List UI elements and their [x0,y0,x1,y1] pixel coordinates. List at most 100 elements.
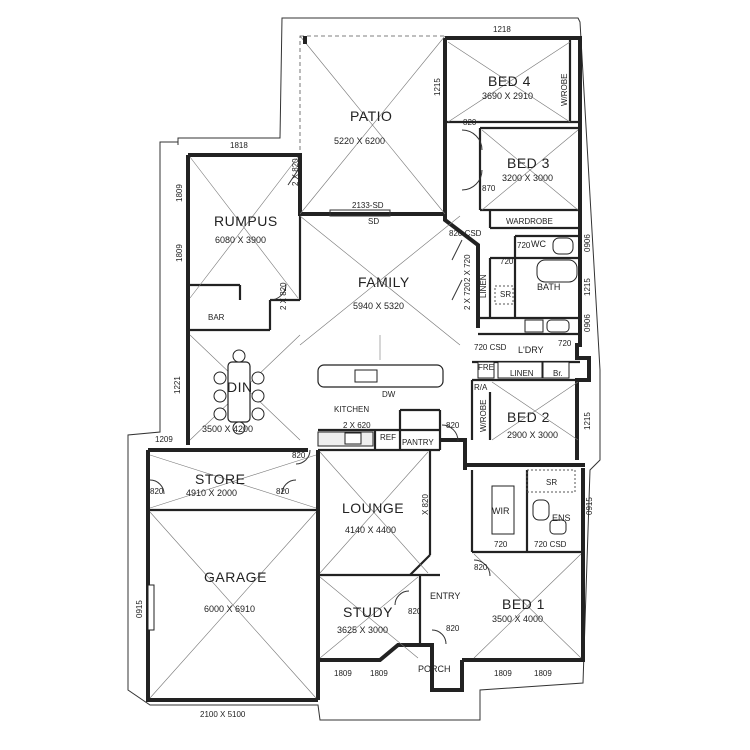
room-label-bed3: BED 3 [507,155,550,171]
dim-bottom-1809b: 1809 [370,669,388,678]
dim-garage-door: 2100 X 5100 [200,710,246,719]
room-label-bar: BAR [208,313,225,322]
dw-label: DW [382,390,396,399]
door-label-rumpus: 2 X 820 [291,158,300,186]
room-label-lounge: LOUNGE [342,500,404,516]
door-label-bar: 2 X 820 [279,282,288,310]
door-label-store-right: 820 [276,487,290,496]
room-size-bed4: 3690 X 2910 [482,91,533,101]
room-label-entry: ENTRY [430,591,460,601]
ceiling-diagonals [149,35,582,699]
door-label-bed1: 820 [474,563,488,572]
room-label-family: FAMILY [358,274,410,290]
bath-fixtures [491,237,578,535]
sr-bath-label: SR [500,290,511,299]
eave-outline [127,17,601,721]
room-label-bed1: BED 1 [502,596,545,612]
room-size-rumpus: 6080 X 3900 [215,235,266,245]
room-label-pantry: PANTRY [402,438,434,447]
dim-bottom-1809a: 1809 [334,669,352,678]
dim-patio-1215: 1215 [433,78,442,96]
door-label-wc: 720 [517,241,531,250]
wrobe-bed4-label: W/ROBE [560,74,569,106]
dim-left-1209: 1209 [155,435,173,444]
room-size-patio: 5220 X 6200 [334,136,385,146]
room-label-wc: WC [531,239,546,249]
room-label-porch: PORCH [418,664,451,674]
door-label-study: 820 [408,607,422,616]
garage-window [147,584,155,631]
linen-hall-label: LINEN [479,274,488,298]
dim-bottom-1809c: 1809 [494,669,512,678]
door-label-linen-b: 2 X 720 [463,282,472,310]
interior-walls [148,38,583,645]
room-label-patio: PATIO [350,108,392,124]
room-label-rumpus: RUMPUS [214,213,278,229]
broom-label: Br. [553,369,563,378]
door-label-linen-a: 2 X 720 [463,254,472,282]
room-label-bed4: BED 4 [488,73,531,89]
room-label-din: DIN [227,379,253,395]
linen-laundry-label: LINEN [510,369,534,378]
dim-right-0906a: 0906 [583,234,592,252]
dim-sd-2133: 2133-SD [352,201,384,210]
dim-top-1218: 1218 [493,25,511,34]
dining-table [213,349,265,435]
door-label-hall: 820 CSD [449,229,482,238]
sr-ens-label: SR [546,478,557,487]
door-label-ldry-ext: 720 [558,339,572,348]
ra-label: R/A [474,383,488,392]
room-label-ens: ENS [552,513,571,523]
room-size-family: 5940 X 5320 [353,301,404,311]
room-label-garage: GARAGE [204,569,267,585]
dim-left-1809a: 1809 [175,184,184,202]
wardrobe-label: WARDROBE [506,217,553,226]
door-label-wir: 720 [494,540,508,549]
dim-top-1818: 1818 [230,141,248,150]
door-label-store-top: 820 [292,451,306,460]
patio-sliding-door [329,209,391,217]
fre-label: FRE [478,363,494,372]
door-label-bed2: 820 [446,421,460,430]
dim-left-1221: 1221 [173,376,182,394]
door-label-lounge: X 820 [421,494,430,515]
door-label-bath: 720 [500,257,514,266]
room-size-bed1: 3500 X 4000 [492,614,543,624]
room-size-garage: 6000 X 6910 [204,604,255,614]
door-label-bed3: 870 [482,184,496,193]
room-label-kitchen: KITCHEN [334,405,369,414]
wrobe-bed2-label: W/ROBE [479,400,488,432]
ref-label: REF [380,433,396,442]
room-size-study: 3625 X 3000 [337,625,388,635]
dim-right-0906b: 0906 [583,314,592,332]
room-label-store: STORE [195,471,245,487]
kitchen-island [317,364,444,447]
door-label-ldry: 720 CSD [474,343,507,352]
door-label-bed4: 820 [463,118,477,127]
door-label-store-left: 820 [150,487,164,496]
door-swings [149,129,491,645]
door-label-ens: 720 CSD [534,540,567,549]
door-label-kitchen: 2 X 620 [343,421,371,430]
room-label-ldry: L'DRY [518,345,544,355]
room-size-store: 4910 X 2000 [186,488,237,498]
room-label-bed2: BED 2 [507,409,550,425]
dim-bottom-1809d: 1809 [534,669,552,678]
room-label-wir: WIR [492,506,510,516]
room-size-bed3: 3200 X 3000 [502,173,553,183]
dim-right-1215a: 1215 [583,278,592,296]
laundry-fixtures [477,361,570,379]
room-size-din: 3500 X 4200 [202,424,253,434]
dim-left-0915: 0915 [135,600,144,618]
dim-left-1809b: 1809 [175,244,184,262]
dim-right-0915: 0915 [585,497,594,515]
dim-sd-label: SD [368,217,379,226]
patio-post [303,36,307,44]
room-size-lounge: 4140 X 4400 [345,525,396,535]
room-size-bed2: 2900 X 3000 [507,430,558,440]
room-label-study: STUDY [343,604,393,620]
door-label-entry: 820 [446,624,460,633]
room-label-bath: BATH [537,282,560,292]
dim-right-1215b: 1215 [583,412,592,430]
